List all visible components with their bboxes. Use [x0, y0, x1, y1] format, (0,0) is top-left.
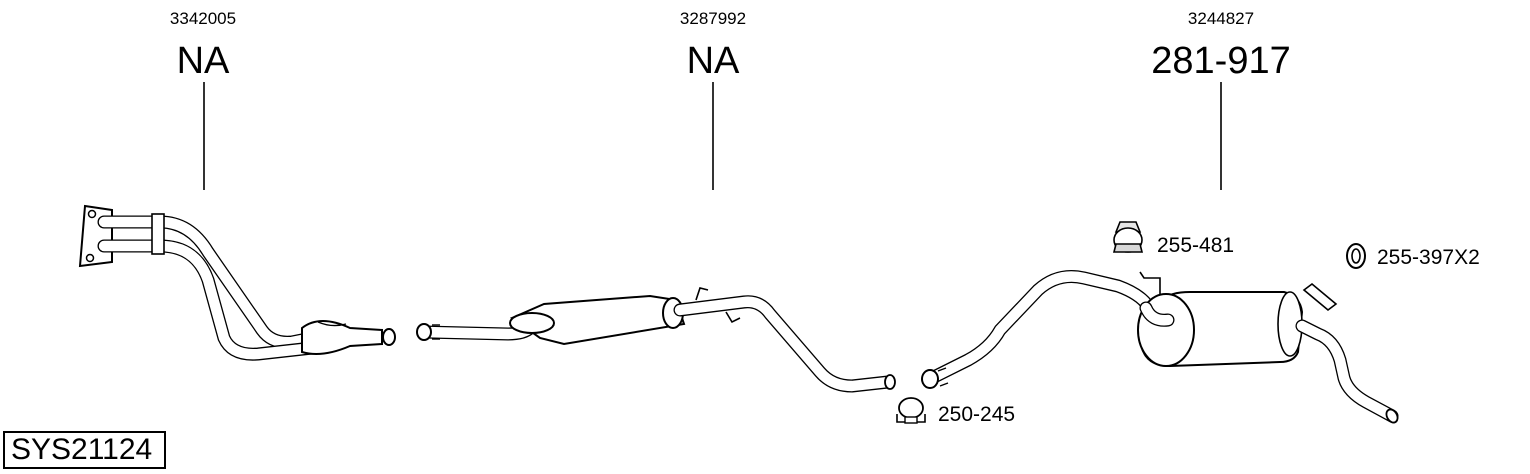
part-1-front-pipe: 3342005 NA — [78, 9, 396, 361]
y-junction — [301, 320, 383, 355]
rubber-mount-accessory: 255-481 — [1112, 221, 1234, 257]
part-3-inlet — [921, 369, 939, 389]
part-2-inlet — [416, 323, 432, 341]
rubber-ring-icon — [1346, 243, 1366, 269]
part-1-outlet — [382, 328, 396, 346]
tailpipe-outlet — [1385, 408, 1399, 424]
part-3-oe-number: 3244827 — [1188, 9, 1254, 28]
clamp-label: 250-245 — [938, 403, 1015, 426]
part-1-part-number: NA — [177, 40, 230, 82]
rubber-ring-label: 255-397X2 — [1377, 246, 1480, 269]
part-2-part-number: NA — [687, 40, 740, 82]
part-2-middle-silencer: 3287992 NA — [416, 9, 896, 393]
rubber-mount-label: 255-481 — [1157, 234, 1234, 257]
part-3-part-number: 281-917 — [1151, 40, 1290, 82]
rubber-mount-icon — [1112, 221, 1144, 253]
part-1-oe-number: 3342005 — [170, 9, 236, 28]
part-2-oe-number: 3287992 — [680, 9, 746, 28]
clamp-icon — [896, 397, 926, 424]
part-3-rear-silencer: 3244827 281-917 — [921, 9, 1399, 424]
system-id-box: SYS21124 — [3, 431, 166, 469]
rubber-ring-accessory: 255-397X2 — [1346, 243, 1480, 269]
system-id: SYS21124 — [11, 433, 153, 466]
clamp-accessory: 250-245 — [896, 397, 1015, 426]
